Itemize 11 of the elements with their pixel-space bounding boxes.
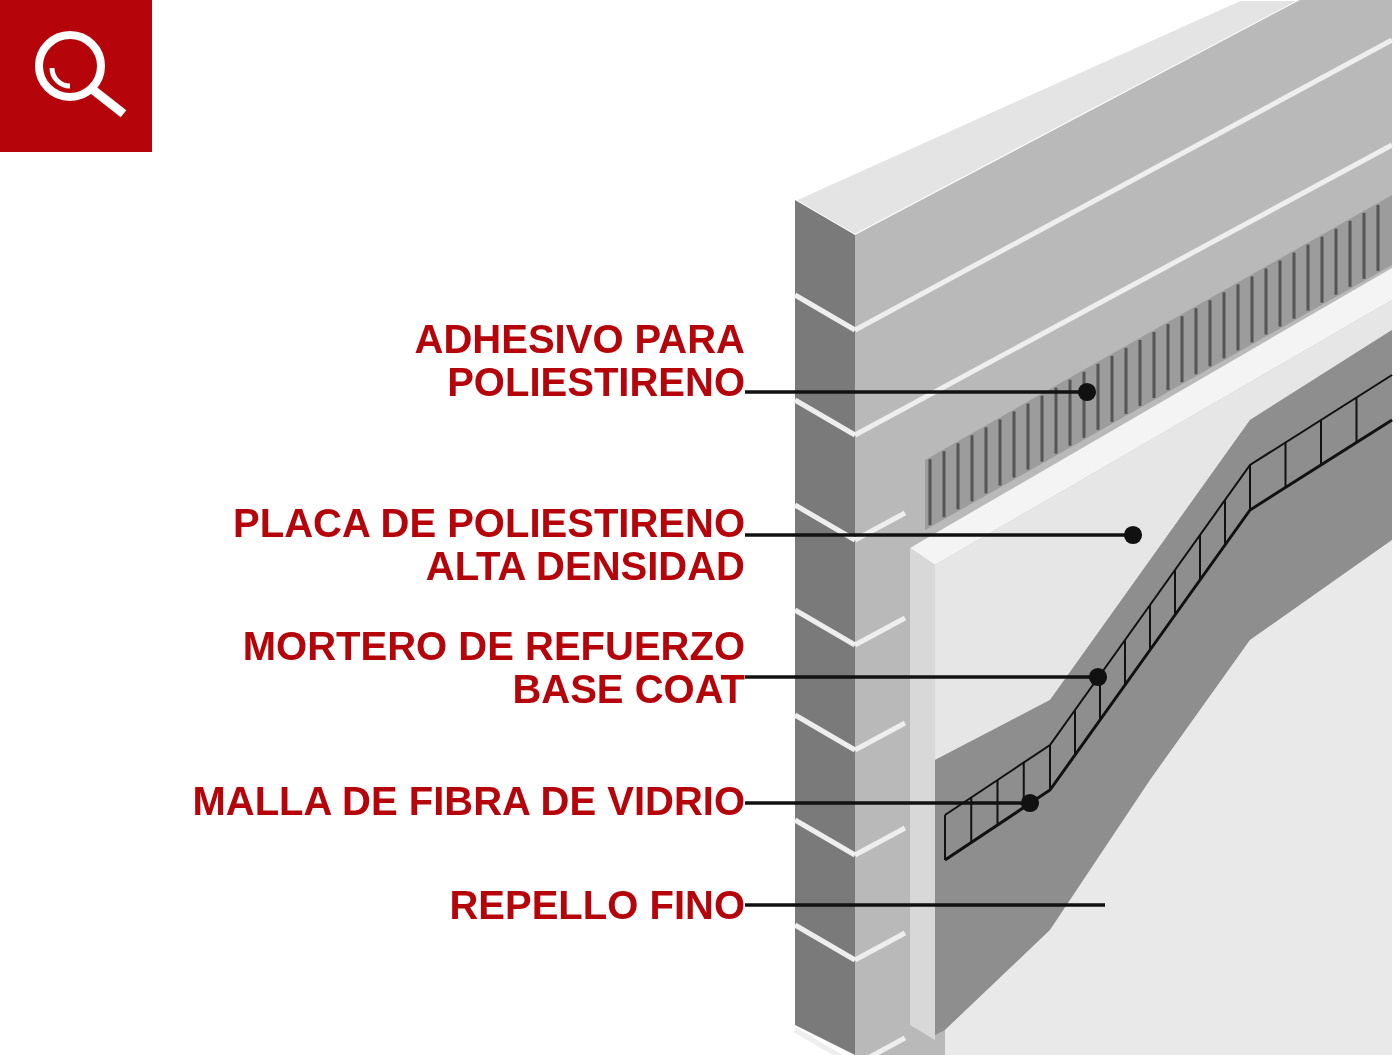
leader-line — [745, 525, 1143, 545]
callout-label: REPELLO FINO — [345, 884, 745, 927]
plaster-layer — [945, 540, 1392, 1055]
leader-line — [745, 903, 1105, 907]
leader-line — [745, 793, 1040, 813]
callout-label: MORTERO DE REFUERZO BASE COAT — [125, 625, 745, 711]
callout-label: ADHESIVO PARA POLIESTIRENO — [285, 318, 745, 404]
leader-line — [745, 667, 1108, 687]
callout-label: PLACA DE POLIESTIRENO ALTA DENSIDAD — [185, 502, 745, 588]
callout-label: MALLA DE FIBRA DE VIDRIO — [5, 780, 745, 823]
leader-line — [745, 382, 1097, 402]
